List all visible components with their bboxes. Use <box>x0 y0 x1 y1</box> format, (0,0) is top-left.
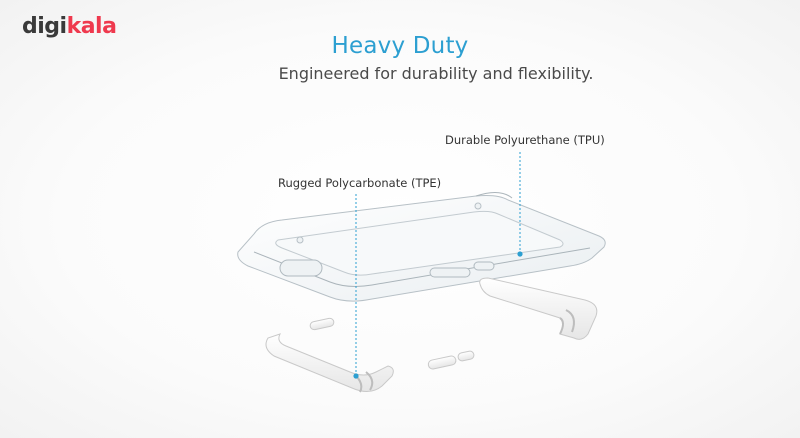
clear-case <box>237 192 606 302</box>
callout-label-tpe: Rugged Polycarbonate (TPE) <box>278 176 442 190</box>
logo-text-digi: digi <box>22 14 67 39</box>
callout-lines <box>355 152 521 376</box>
left-bumper-piece <box>265 333 394 393</box>
callout-dots <box>353 251 523 379</box>
loose-buttons <box>309 317 475 370</box>
logo-text-kala: kala <box>66 14 117 39</box>
right-bumper-piece <box>479 277 598 340</box>
callout-label-tpu: Durable Polyurethane (TPU) <box>445 133 605 147</box>
digikala-logo[interactable]: digikala <box>22 14 117 39</box>
headline: Heavy Duty <box>331 33 469 59</box>
subheadline: Engineered for durability and flexibilit… <box>278 64 594 83</box>
